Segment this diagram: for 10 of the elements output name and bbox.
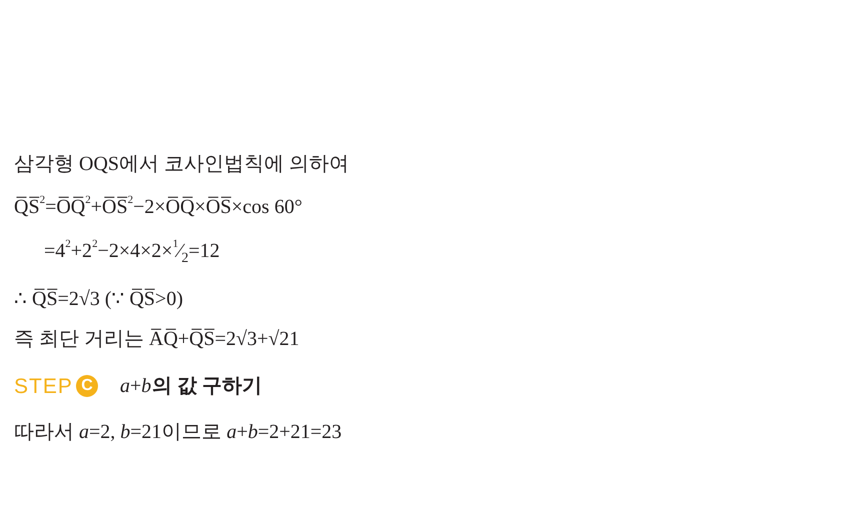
equation: Q̅S̅$^{2}$=O̅Q̅$^{2}$+O̅S̅$^{2}$−2×O̅Q̅×O̅S̅×cos 60° — [14, 194, 302, 219]
equation: ∴ Q̅S̅=2√3 (∵ Q̅S̅>0) — [14, 287, 183, 311]
step-badge: C — [76, 375, 98, 397]
step-label: STEP — [14, 374, 73, 400]
math-expression: a+b — [120, 374, 152, 398]
text-line: 즉 최단 거리는 A̅Q̅+Q̅S̅=2√3+√21 — [14, 327, 300, 351]
text-line: 삼각형 OQS에서 코사인법칙에 의하여 — [14, 152, 350, 176]
equation: =4$^{2}$+2$^{2}$−2×4×2×$^{1}$⁄$_{2}$=12 — [44, 238, 220, 268]
text-line: 따라서 a=2, b=21이므로 a+b=2+21=23 — [14, 420, 342, 444]
step-heading: 의 값 구하기 — [152, 374, 262, 398]
